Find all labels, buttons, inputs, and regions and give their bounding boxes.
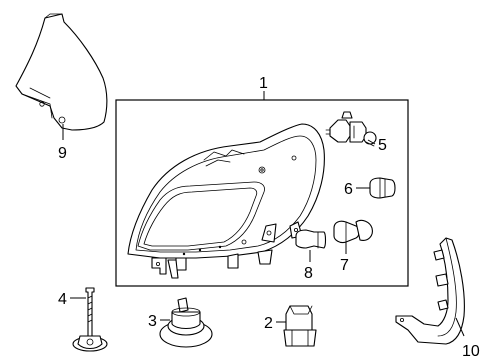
leader-10: [455, 317, 465, 337]
part-6-bulb: [369, 177, 396, 199]
part-3-grommet: [159, 297, 213, 348]
headlamp-assembly: [127, 123, 325, 279]
callout-1: 1: [259, 75, 268, 92]
part-5-bulb: [325, 111, 377, 147]
callout-3: 3: [148, 313, 157, 330]
part-4-bolt: [72, 287, 108, 352]
part-8-bulb: [295, 229, 327, 249]
assembly-box-1: [115, 99, 409, 287]
callout-5: 5: [378, 137, 387, 154]
part-9-bracket: [15, 13, 108, 131]
callout-6: 6: [344, 181, 353, 198]
part-2-clip: [283, 305, 317, 347]
callout-9: 9: [58, 145, 67, 162]
callout-8: 8: [304, 265, 313, 282]
leader-5: [367, 139, 376, 145]
callout-7: 7: [340, 257, 349, 274]
callout-2: 2: [264, 315, 273, 332]
part-7-bulb: [333, 219, 373, 244]
callout-4: 4: [58, 291, 67, 308]
part-10-trim: [395, 237, 465, 345]
callout-10: 10: [462, 343, 480, 360]
